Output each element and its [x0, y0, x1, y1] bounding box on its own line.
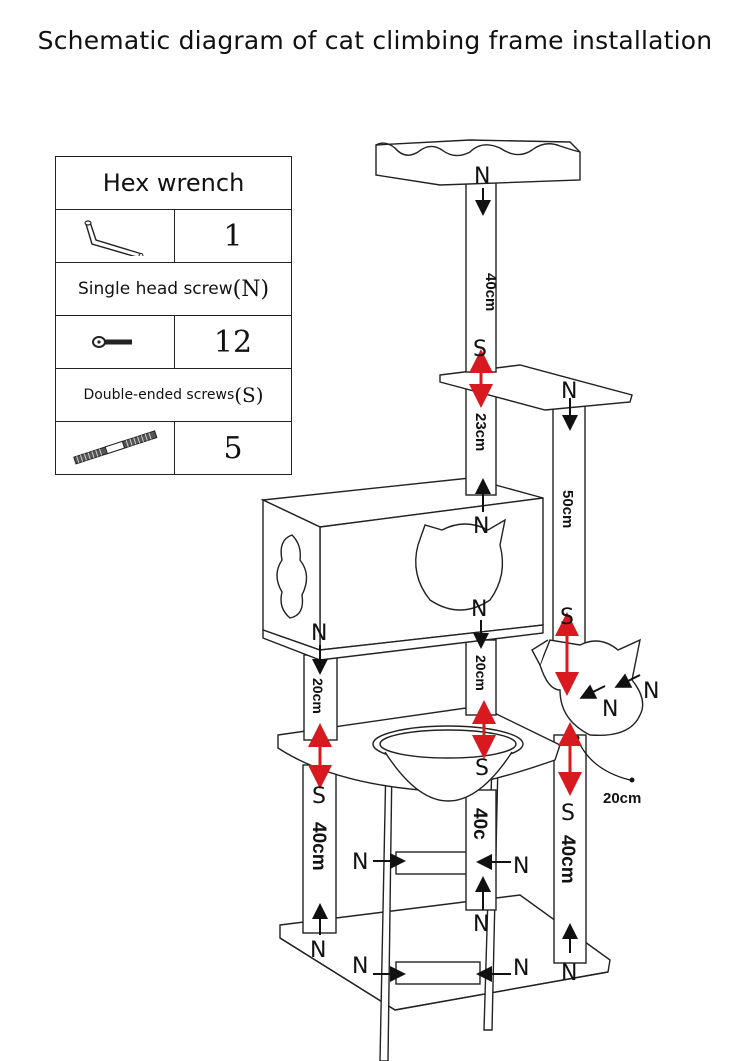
- screw-letter-s: S: [560, 605, 574, 630]
- dim-right-lower-short: 20cm: [603, 790, 641, 807]
- dim-lower-left-post: 40cm: [308, 822, 329, 871]
- ladder-rung-bottom: [395, 961, 481, 985]
- single-head-screw-label: Single head screw(N): [56, 263, 291, 315]
- screw-letter-n: N: [352, 850, 368, 875]
- screw-letter-n: N: [643, 679, 659, 704]
- screw-letter-s: S: [475, 756, 489, 781]
- single-head-screw-icon: [56, 316, 175, 368]
- screw-letter-n: N: [474, 164, 490, 189]
- screw-letter-n: N: [473, 514, 489, 539]
- screw-letter-s: S: [561, 801, 575, 826]
- single-head-screw-code: (N): [232, 276, 270, 302]
- double-ended-screw-text: Double-ended screws: [83, 387, 235, 403]
- screw-letter-n: N: [513, 956, 529, 981]
- hex-wrench-qty: 1: [223, 218, 243, 254]
- dim-upper-post: 23cm: [472, 413, 489, 451]
- single-head-screw-qty: 12: [213, 324, 253, 360]
- double-ended-screw-qty: 5: [223, 430, 243, 466]
- hex-wrench-icon: [56, 210, 175, 262]
- single-head-screw-text: Single head screw: [77, 279, 233, 299]
- dim-right-tall-post: 50cm: [559, 490, 576, 528]
- screw-letter-n: N: [310, 938, 326, 963]
- cat-head-perch: [539, 638, 644, 737]
- double-ended-screw-icon: [56, 422, 175, 474]
- hex-wrench-header: Hex wrench: [102, 169, 245, 197]
- double-ended-screw-code: (S): [234, 383, 264, 407]
- screw-letter-n: N: [513, 854, 529, 879]
- screw-letter-n: N: [352, 954, 368, 979]
- screw-letter-n: N: [471, 597, 487, 622]
- double-ended-screw-label: Double-ended screws(S): [56, 369, 291, 421]
- post-right-tall: [552, 399, 586, 651]
- screw-letter-n: N: [311, 621, 327, 646]
- screw-letter-n: N: [602, 697, 618, 722]
- parts-table: Hex wrench 1 Single head screw(N) 12 Do: [55, 156, 292, 475]
- dim-left-mid-post: 20cm: [310, 678, 326, 714]
- screw-letter-n: N: [561, 379, 577, 404]
- screw-letter-n: N: [473, 912, 489, 937]
- screw-letter-s: S: [312, 784, 326, 809]
- dim-top-post: 40cm: [482, 273, 499, 311]
- condo-cat-face-hole: [415, 518, 506, 611]
- dim-lower-center-post: 40c: [469, 808, 490, 840]
- dim-center-mid-post: 20cm: [473, 655, 489, 691]
- screw-letter-s: S: [473, 337, 487, 362]
- ladder-left-rail: [379, 759, 393, 1061]
- page-title: Schematic diagram of cat climbing frame …: [37, 26, 713, 55]
- screw-letter-n: N: [561, 961, 577, 986]
- condo-cloud-hole: [276, 534, 308, 619]
- dim-lower-right-post: 40cm: [557, 835, 578, 884]
